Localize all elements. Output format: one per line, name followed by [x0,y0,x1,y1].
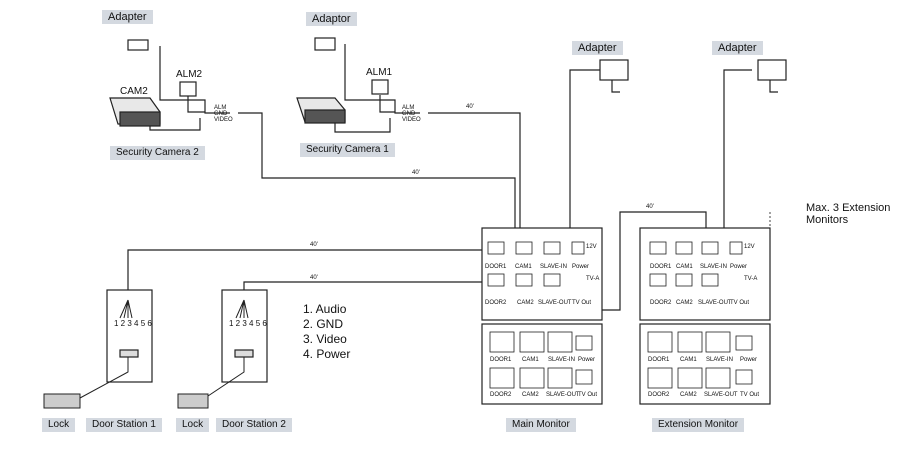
cam2-pin-alm: ALM [214,105,227,111]
door-station-1-box [106,289,153,383]
main-adapter-plug [599,59,629,81]
ext-panel-power: Power [740,357,758,363]
door-station-2-pins: 1 2 3 4 5 6 [229,319,267,328]
extension-note: Max. 3 Extension Monitors [806,202,891,226]
ext-12v-label: 12V [744,244,755,250]
main-door1-label: DOOR1 [485,264,507,270]
cam2-video-cable [238,112,516,248]
ext-panel-cam2: CAM2 [680,392,697,398]
ext-power-label: Power [730,264,748,270]
cable-length-cam2: 40' [412,170,420,176]
lock-1-caption: Lock [42,418,76,432]
extension-monitor-caption: Extension Monitor [652,418,745,432]
ext-panel-slave-in: SLAVE-IN [706,357,733,363]
ext-panel-door2: DOOR2 [648,392,670,398]
cam1-adapter-plug [314,37,336,51]
alm2-box [179,81,197,97]
door1-cable [127,249,497,300]
ext-panel-tv-out: TV Out [740,392,760,398]
main-panel-tv-out: TV Out [578,392,598,398]
ext-panel-cam1: CAM1 [680,357,697,363]
legend-video: 3. Video [303,332,347,346]
legend-power: 4. Power [303,347,351,361]
cam1-pin-video: VIDEO [402,117,421,123]
main-slave-in-label: SLAVE-IN [540,264,567,270]
ext-cam1-label: CAM1 [676,264,693,270]
main-panel-slave-out: SLAVE-OUT [546,392,580,398]
adapter-label-cam1: Adaptor [306,12,357,26]
camera2-caption: Security Camera 2 [110,146,205,160]
cam2-tag: CAM2 [120,86,148,97]
ext-door2-label: DOOR2 [650,300,672,306]
main-cam2-label: CAM2 [517,300,534,306]
main-panel-door1: DOOR1 [490,357,512,363]
main-panel-slave-in: SLAVE-IN [548,357,575,363]
main-panel-cam2: CAM2 [522,392,539,398]
main-12v-label: 12V [586,244,597,250]
main-tv-out-label: TV Out [572,300,592,306]
ext-adapter-cable [723,69,752,242]
door2-cable [243,281,497,300]
cam1-video-cable [428,112,521,248]
alm1-box [371,79,389,95]
main-panel-cam1: CAM1 [522,357,539,363]
door-station-1-caption: Door Station 1 [86,418,162,432]
cable-length-door2: 40' [310,275,318,281]
main-door2-label: DOOR2 [485,300,507,306]
cable-length-door1: 40' [310,242,318,248]
legend-gnd: 2. GND [303,317,344,331]
alm2-label: ALM2 [176,69,203,80]
ext-panel-door1: DOOR1 [648,357,670,363]
main-slave-out-label: SLAVE-OUT [538,300,572,306]
ext-panel-slave-out: SLAVE-OUT [704,392,738,398]
main-power-label: Power [572,264,590,270]
lock-2-caption: Lock [176,418,210,432]
main-monitor-caption: Main Monitor [506,418,576,432]
ext-cam2-label: CAM2 [676,300,693,306]
lock-2 [177,393,209,409]
adapter-label-ext: Adapter [712,41,763,55]
ext-slave-out-label: SLAVE-OUT [698,300,732,306]
cam1-pin-alm: ALM [402,105,415,111]
main-panel-door2: DOOR2 [490,392,512,398]
door-station-2-caption: Door Station 2 [216,418,292,432]
lock-1 [43,393,81,409]
legend-audio: 1. Audio [303,302,347,316]
ext-door1-label: DOOR1 [650,264,672,270]
cam2-adapter-plug [127,39,149,51]
cam2-pin-video: VIDEO [214,117,233,123]
cable-length-slave: 40' [646,204,654,210]
main-cam1-label: CAM1 [515,264,532,270]
adapter-label-cam2: Adapter [102,10,153,24]
main-panel-power: Power [578,357,596,363]
adapter-label-main: Adapter [572,41,623,55]
camera1-caption: Security Camera 1 [300,143,395,157]
ext-slave-in-label: SLAVE-IN [700,264,727,270]
cam2-pin-gnd: GND [214,111,228,117]
main-tv-a-label: TV-A [586,276,600,282]
door-station-1-pins: 1 2 3 4 5 6 [114,319,152,328]
alm1-label: ALM1 [366,67,393,78]
main-adapter-cable [569,69,600,242]
ext-tv-a-label: TV-A [744,276,758,282]
cable-length-cam1: 40' [466,104,474,110]
ext-adapter-plug [757,59,787,81]
cam1-pin-gnd: GND [402,111,416,117]
ext-tv-out-label: TV Out [730,300,750,306]
